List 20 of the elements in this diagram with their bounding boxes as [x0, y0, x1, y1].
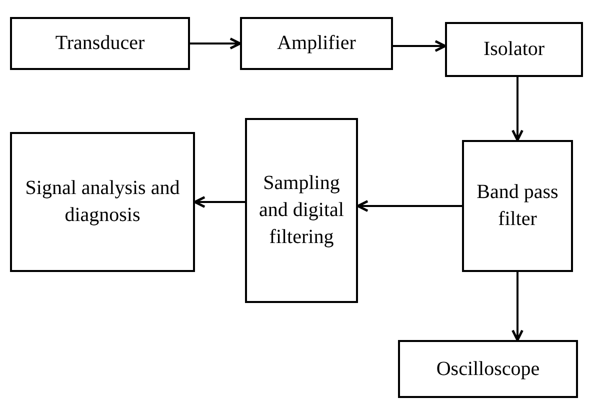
process-box — [240, 17, 393, 70]
process-box — [10, 132, 195, 272]
process-box — [245, 118, 358, 303]
process-box — [398, 340, 578, 398]
process-box — [462, 140, 573, 272]
arrow — [512, 77, 524, 142]
arrow — [194, 196, 245, 208]
box-label: Band pass filter — [476, 180, 560, 232]
arrow — [356, 200, 462, 212]
arrow — [512, 272, 524, 342]
process-box — [10, 17, 190, 70]
box-label: Oscilloscope — [435, 356, 541, 382]
arrow — [393, 40, 446, 52]
box-label: Transducer — [54, 31, 146, 56]
process-box — [445, 22, 583, 77]
box-label: Amplifier — [276, 31, 357, 56]
box-label: Isolator — [482, 37, 546, 62]
box-label: Sampling and digital filtering — [258, 171, 345, 250]
arrow — [190, 38, 242, 50]
box-label: Signal analysis and diagnosis — [24, 176, 181, 228]
